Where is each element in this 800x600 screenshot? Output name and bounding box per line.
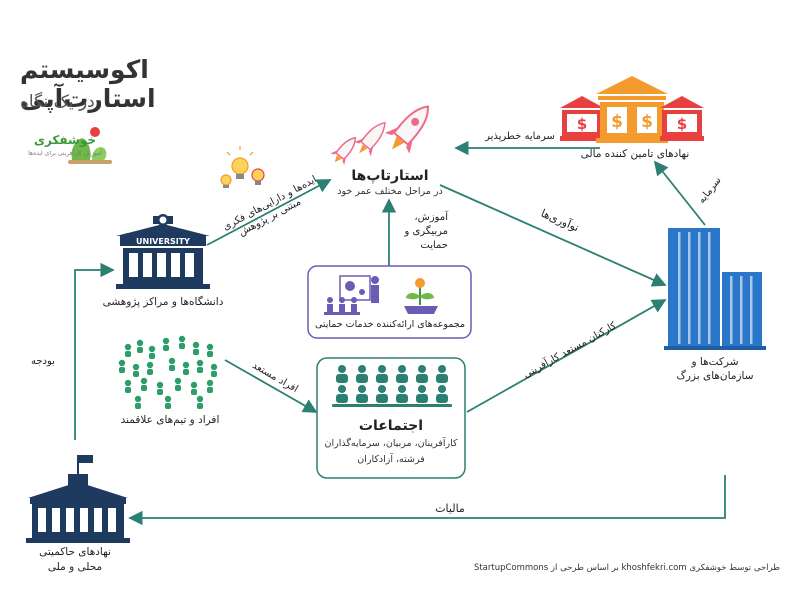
rocket-icon <box>330 136 357 165</box>
idea-bulbs-icon <box>220 146 265 188</box>
rocket-icon <box>384 105 429 154</box>
training-label-line2: مربیگری و <box>404 226 448 237</box>
edge-companies-to-government <box>128 475 726 526</box>
brand-tagline: آموزش کارآفرینی برای ایده‌ها <box>28 150 102 157</box>
training-label-line1: آموزش، <box>414 212 448 223</box>
svg-text:$: $ <box>677 115 687 133</box>
support-services-label: مجموعه‌های ارائه‌کننده خدمات حمایتی <box>314 319 466 330</box>
edge-individuals-to-communities <box>224 359 318 413</box>
government-label-line2: محلی و ملی <box>47 561 103 573</box>
government-building-icon <box>26 455 130 543</box>
edge-companies-to-funding <box>653 160 706 226</box>
communities-title: اجتماعات <box>358 418 424 434</box>
edge-communities-to-companies <box>466 299 667 413</box>
support-services-box <box>307 265 472 339</box>
companies-label-line1: شرکت‌ها و <box>691 356 739 368</box>
communities-box <box>316 357 466 479</box>
budget-label: بودجه <box>31 356 55 367</box>
svg-text:$: $ <box>577 115 587 133</box>
svg-text:$: $ <box>641 112 653 132</box>
svg-text:$: $ <box>611 112 623 132</box>
edge-government-to-universities <box>74 262 115 440</box>
training-label-line3: حمایت <box>420 240 448 251</box>
funding-institutions-icon: $ $ $ $ <box>560 76 704 143</box>
taxes-label: مالیات <box>435 502 465 515</box>
individuals-label: افراد و تیم‌های علاقمند <box>120 414 220 426</box>
rocket-icon <box>353 121 386 157</box>
communities-line2: فرشته، آزادکاران <box>357 454 425 465</box>
startups-subtitle: در مراحل مختلف عمر خود <box>337 186 443 197</box>
design-credit: طراحی توسط خوشفکری khoshfekri.com بر اسا… <box>473 563 780 573</box>
edge-universities-to-startups <box>206 179 332 246</box>
government-label-line1: نهادهای حاکمیتی <box>39 546 111 558</box>
companies-label-line2: سازمان‌های بزرگ <box>676 370 754 382</box>
edge-startups-to-companies <box>439 184 667 287</box>
university-building-icon: UNIVERSITY <box>116 214 210 289</box>
svg-text:UNIVERSITY: UNIVERSITY <box>136 237 190 246</box>
individuals-cluster-icon <box>118 335 218 409</box>
risk-capital-label: سرمایه خطرپذیر <box>485 131 555 142</box>
funding-institutions-label: نهادهای تامین کننده مالی <box>580 148 690 160</box>
communities-line1: کارآفرینان، مربیان، سرمایه‌گذاران <box>324 438 458 449</box>
universities-label: دانشگاه‌ها و مراکز پژوهشی <box>102 296 224 308</box>
brand-logo-icon <box>68 127 112 164</box>
page-subtitle: در یک نگاه <box>20 92 95 112</box>
brand-name: خوشفکری <box>33 133 97 147</box>
page-title: اکوسیستم استارت‌آپی <box>20 55 156 113</box>
startups-title: استارتاپ‌ها <box>351 168 429 184</box>
corporate-buildings-icon <box>664 228 766 350</box>
